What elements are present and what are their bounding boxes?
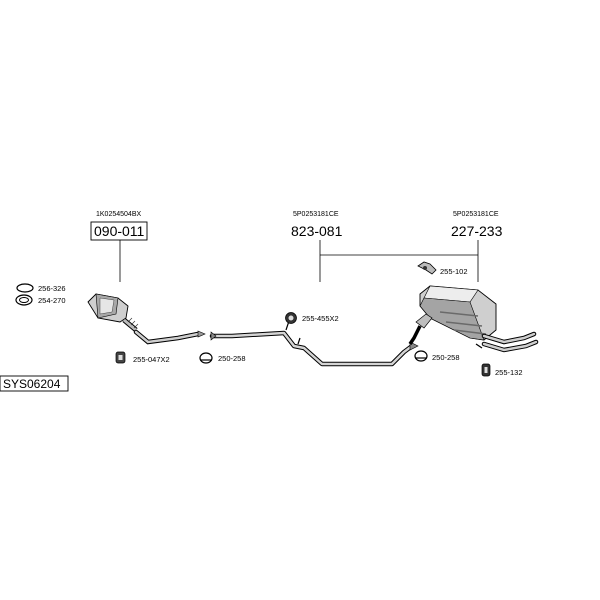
clamp-right-part-number: 250-258: [432, 353, 460, 362]
rubber-mount-icon[interactable]: [481, 363, 491, 377]
catalyst-icon[interactable]: [87, 293, 139, 332]
clamp-icon[interactable]: [199, 352, 213, 364]
catalyst-number-box: [90, 221, 148, 241]
catalyst-number[interactable]: 090-011: [94, 223, 145, 239]
seal-ring-part-number: 254-270: [38, 296, 66, 305]
rubber-mount-part-number: 255-132: [495, 368, 523, 377]
clamp-part-number: 250-258: [218, 354, 246, 363]
rubber-hanger-part-number: 255-047X2: [133, 355, 170, 364]
middle-silencer-number[interactable]: 823-081: [291, 223, 343, 239]
system-code: SYS06204: [3, 377, 61, 391]
rear-silencer-icon[interactable]: [408, 285, 539, 353]
system-code-box: [0, 375, 69, 392]
rear-silencer-number[interactable]: 227-233: [451, 223, 503, 239]
middle-pipe-bracket: [297, 337, 301, 345]
gasket-icon[interactable]: [16, 283, 34, 293]
clamp-right-icon[interactable]: [414, 350, 428, 362]
leader-lines: [119, 240, 479, 282]
bracket-icon[interactable]: [417, 261, 437, 275]
seal-ring-icon[interactable]: [15, 294, 33, 306]
gasket-part-number: 256-326: [38, 284, 66, 293]
catalyst-ref: 1K0254504BX: [96, 211, 141, 218]
rubber-hanger-icon[interactable]: [115, 351, 126, 364]
rubber-ring-part-number: 255-455X2: [302, 314, 339, 323]
middle-pipe-inlet: [210, 331, 217, 341]
front-pipe-end: [197, 330, 206, 338]
rubber-ring-icon[interactable]: [285, 312, 297, 324]
rear-silencer-ref: 5P0253181CE: [453, 211, 499, 218]
bracket-part-number: 255-102: [440, 267, 468, 276]
middle-silencer-ref: 5P0253181CE: [293, 211, 339, 218]
